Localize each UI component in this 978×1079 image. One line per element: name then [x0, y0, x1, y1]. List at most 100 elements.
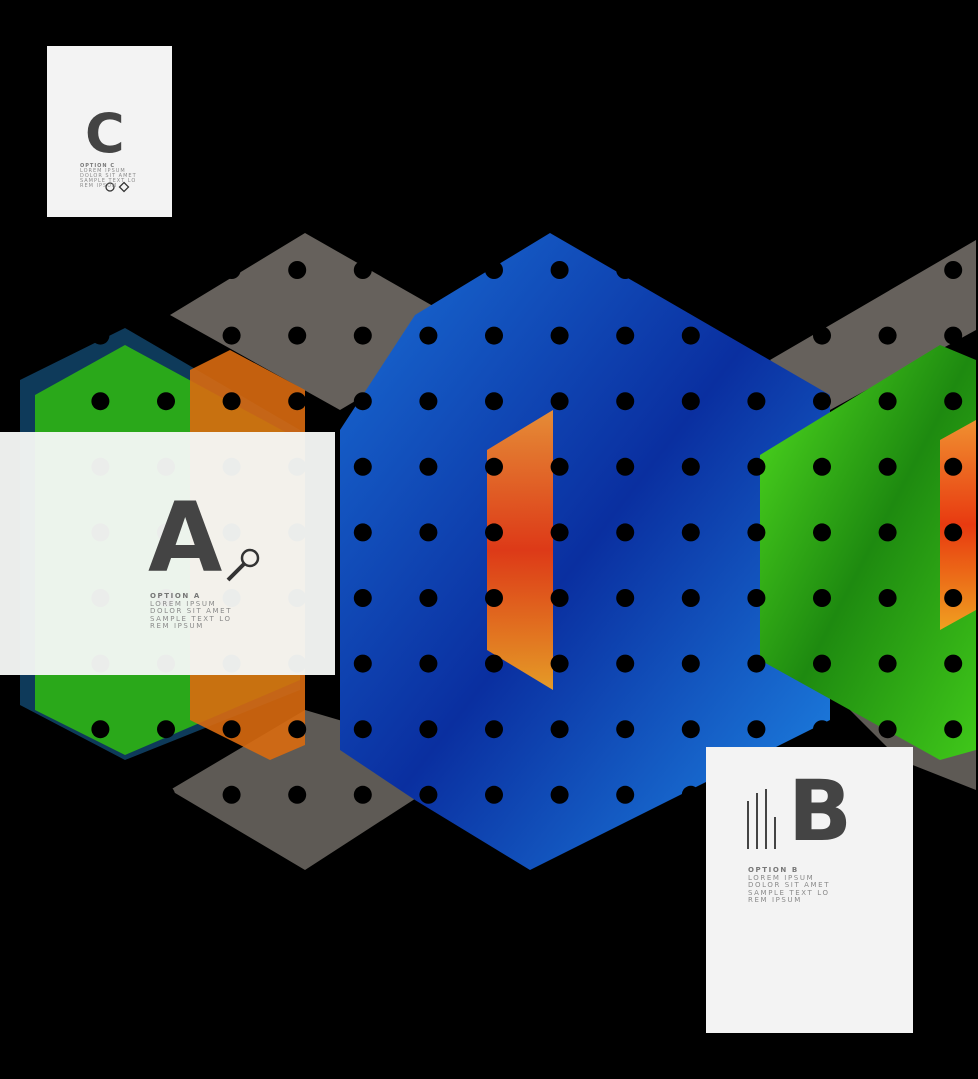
- dot: [878, 589, 897, 607]
- caption-line: REM IPSUM: [80, 183, 118, 189]
- dot: [550, 654, 569, 673]
- dot: [878, 523, 897, 542]
- dot: [878, 326, 897, 345]
- dot: [157, 785, 175, 804]
- dot: [485, 785, 503, 804]
- dot: [550, 523, 569, 542]
- dot: [616, 785, 635, 804]
- dot: [419, 457, 438, 476]
- dot: [550, 457, 569, 476]
- dot: [747, 457, 766, 476]
- option-c-title: OPTION C: [80, 163, 116, 169]
- option-a-title: OPTION A: [150, 592, 201, 600]
- dot: [681, 523, 700, 542]
- dot: [813, 261, 831, 279]
- dot: [485, 589, 503, 607]
- dot: [157, 720, 175, 739]
- green-panel: [760, 345, 976, 760]
- dot: [485, 523, 503, 542]
- dot: [222, 326, 241, 345]
- circle-diamond-icon: [105, 181, 130, 193]
- dot: [616, 326, 635, 345]
- dot: [419, 392, 438, 411]
- dot: [944, 589, 963, 607]
- letter-c: C: [85, 102, 125, 165]
- dot: [681, 720, 700, 739]
- option-a-card: A OPTION A LOREM IPSUM DOLOR SIT AMET SA…: [0, 432, 335, 675]
- caption-line: DOLOR SIT AMET: [150, 607, 233, 615]
- dot: [353, 457, 372, 476]
- dot: [944, 261, 963, 279]
- dot: [157, 326, 175, 345]
- dot: [222, 785, 241, 804]
- dot: [747, 654, 766, 673]
- dot: [944, 523, 963, 542]
- dot: [222, 392, 241, 411]
- dot: [681, 785, 700, 804]
- caption-line: SAMPLE TEXT LO: [748, 888, 830, 897]
- dot: [419, 589, 438, 607]
- dot: [747, 589, 766, 607]
- dot: [878, 720, 897, 739]
- dot: [550, 261, 569, 279]
- dot: [485, 261, 503, 279]
- caption-line: LOREM IPSUM: [748, 873, 815, 882]
- option-c-card: C OPTION C LOREM IPSUM DOLOR SIT AMET SA…: [47, 46, 172, 217]
- letter-a: A: [148, 482, 223, 594]
- dot: [419, 785, 438, 804]
- dot: [91, 326, 110, 345]
- blue-panel: [340, 233, 830, 870]
- caption-line: LOREM IPSUM: [150, 599, 217, 608]
- dot: [485, 457, 503, 476]
- option-b-title: OPTION B: [748, 866, 799, 874]
- dot: [681, 326, 700, 345]
- dot: [813, 457, 831, 476]
- dot: [681, 457, 700, 476]
- caption-line: REM IPSUM: [150, 622, 204, 630]
- caption-line: SAMPLE TEXT LO: [150, 614, 232, 623]
- dot: [353, 654, 372, 673]
- dot: [353, 589, 372, 607]
- dot: [747, 523, 766, 542]
- dot: [813, 326, 831, 345]
- dot: [419, 523, 438, 542]
- dot: [944, 720, 963, 739]
- dot: [419, 326, 438, 345]
- dot: [944, 654, 963, 673]
- dot: [91, 720, 110, 739]
- option-a-caption: OPTION A LOREM IPSUM DOLOR SIT AMET SAMP…: [150, 592, 233, 631]
- caption-line: LOREM IPSUM: [80, 168, 126, 174]
- dot: [288, 392, 307, 411]
- dot: [222, 720, 241, 739]
- dot: [747, 326, 766, 345]
- dot: [550, 720, 569, 739]
- dot: [288, 720, 307, 739]
- caption-line: REM IPSUM: [748, 896, 802, 904]
- dot: [944, 326, 963, 345]
- caption-line: DOLOR SIT AMET: [748, 881, 831, 889]
- dot: [747, 720, 766, 739]
- magnifier-icon: [226, 548, 260, 582]
- bar-lines-icon: [747, 789, 776, 849]
- option-b-caption: OPTION B LOREM IPSUM DOLOR SIT AMET SAMP…: [748, 866, 831, 905]
- caption-line: SAMPLE TEXT LO: [80, 178, 137, 184]
- dot: [485, 326, 503, 345]
- dot: [550, 785, 569, 804]
- dot: [353, 720, 372, 739]
- caption-line: DOLOR SIT AMET: [80, 173, 137, 179]
- dot: [813, 654, 831, 673]
- orange-panel: [487, 410, 553, 690]
- dot: [91, 785, 110, 804]
- dot: [813, 392, 831, 411]
- dot: [616, 457, 635, 476]
- dot: [419, 261, 438, 279]
- dot: [157, 392, 175, 411]
- dot: [288, 261, 307, 279]
- dot: [878, 457, 897, 476]
- dot: [878, 392, 897, 411]
- dot: [419, 654, 438, 673]
- dot: [485, 654, 503, 673]
- option-b-card: B OPTION B LOREM IPSUM DOLOR SIT AMET SA…: [706, 747, 913, 1033]
- dot: [353, 261, 372, 279]
